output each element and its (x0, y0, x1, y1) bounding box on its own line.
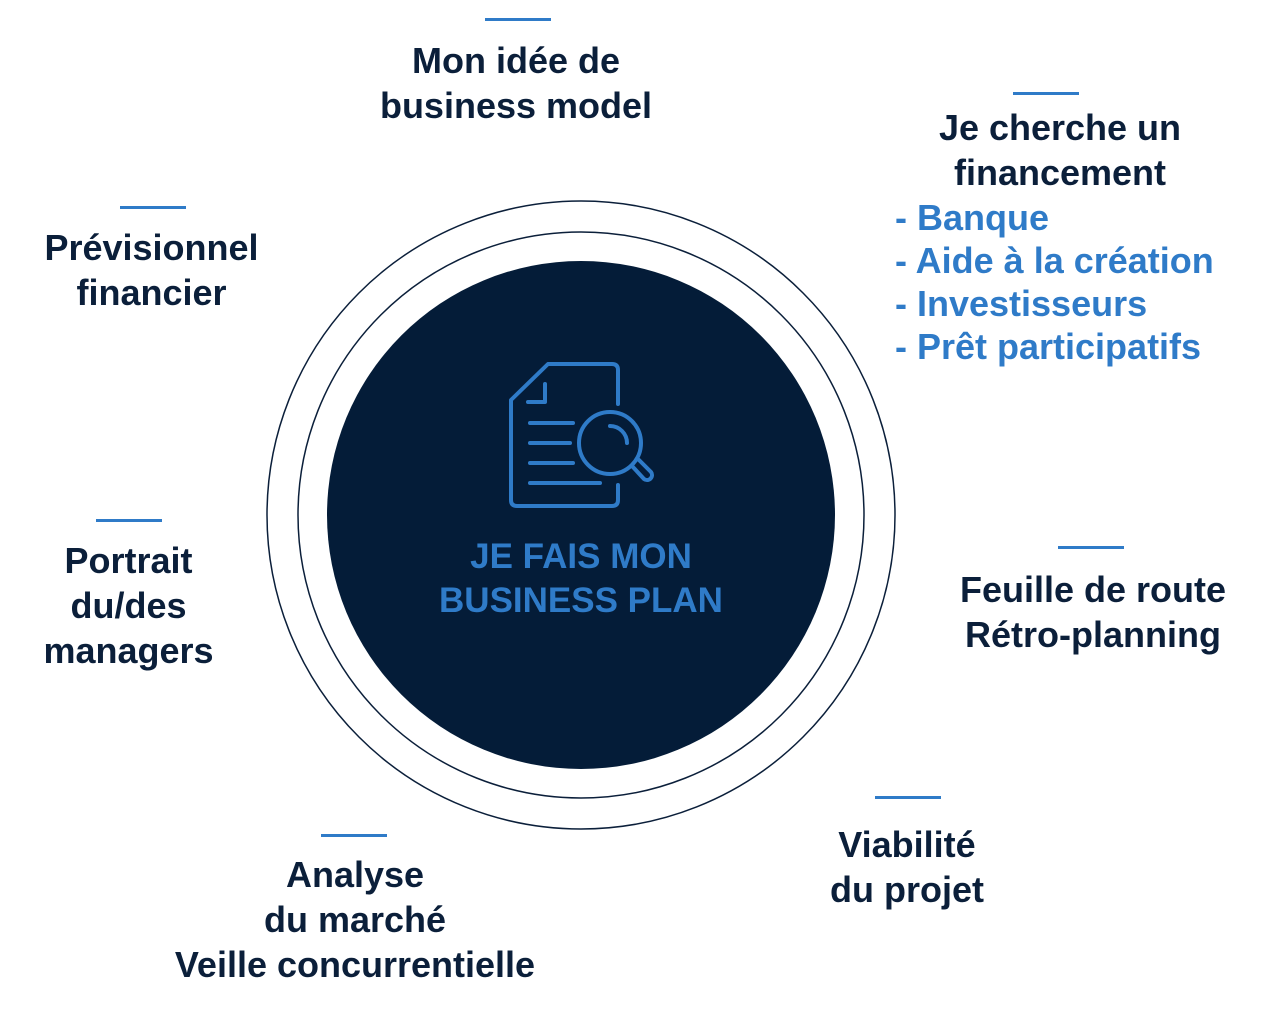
divider (96, 519, 162, 522)
item-line: Viabilité (838, 824, 976, 865)
item-financement: Je cherche un financement (860, 105, 1260, 195)
item-line: Je cherche un (938, 107, 1182, 148)
financement-option: - Prêt participatifs (895, 326, 1202, 367)
item-line: Feuille de route (959, 569, 1227, 610)
divider (1013, 92, 1079, 95)
item-line: financement (953, 152, 1167, 193)
item-previsionnel: Prévisionnel financier (0, 225, 303, 315)
item-line: du/des (70, 585, 187, 626)
divider (321, 834, 387, 837)
item-line: Veille concurrentielle (174, 944, 536, 985)
item-feuille-de-route: Feuille de route Rétro-planning (913, 567, 1273, 657)
financement-option: - Investisseurs (895, 283, 1148, 324)
item-line: Portrait (64, 540, 193, 581)
item-line: Rétro-planning (965, 614, 1221, 655)
item-line: du marché (263, 899, 447, 940)
item-line: Analyse (285, 854, 425, 895)
item-line: du projet (830, 869, 984, 910)
item-line: business model (379, 85, 653, 126)
middle-ring (297, 231, 865, 799)
item-portrait: Portrait du/des managers (0, 538, 257, 673)
financement-option: - Banque (895, 197, 1050, 238)
item-business-model: Mon idée de business model (316, 38, 716, 128)
financement-option: - Aide à la création (895, 240, 1214, 281)
item-analyse-marche: Analyse du marché Veille concurrentielle (105, 852, 605, 987)
item-line: financier (76, 272, 227, 313)
divider (485, 18, 551, 21)
financement-options: - Banque - Aide à la création - Investis… (895, 196, 1255, 368)
center-title-line: JE FAIS MON (470, 537, 692, 576)
divider (875, 796, 941, 799)
item-line: Mon idée de (411, 40, 621, 81)
item-viabilite: Viabilité du projet (757, 822, 1057, 912)
document-search-icon (509, 362, 654, 508)
divider (120, 206, 186, 209)
center-title: JE FAIS MON BUSINESS PLAN (381, 535, 781, 623)
item-line: managers (43, 630, 214, 671)
center-title-line: BUSINESS PLAN (439, 581, 723, 620)
outer-ring (266, 200, 896, 830)
divider (1058, 546, 1124, 549)
item-line: Prévisionnel (44, 227, 259, 268)
center-disc (327, 261, 835, 769)
